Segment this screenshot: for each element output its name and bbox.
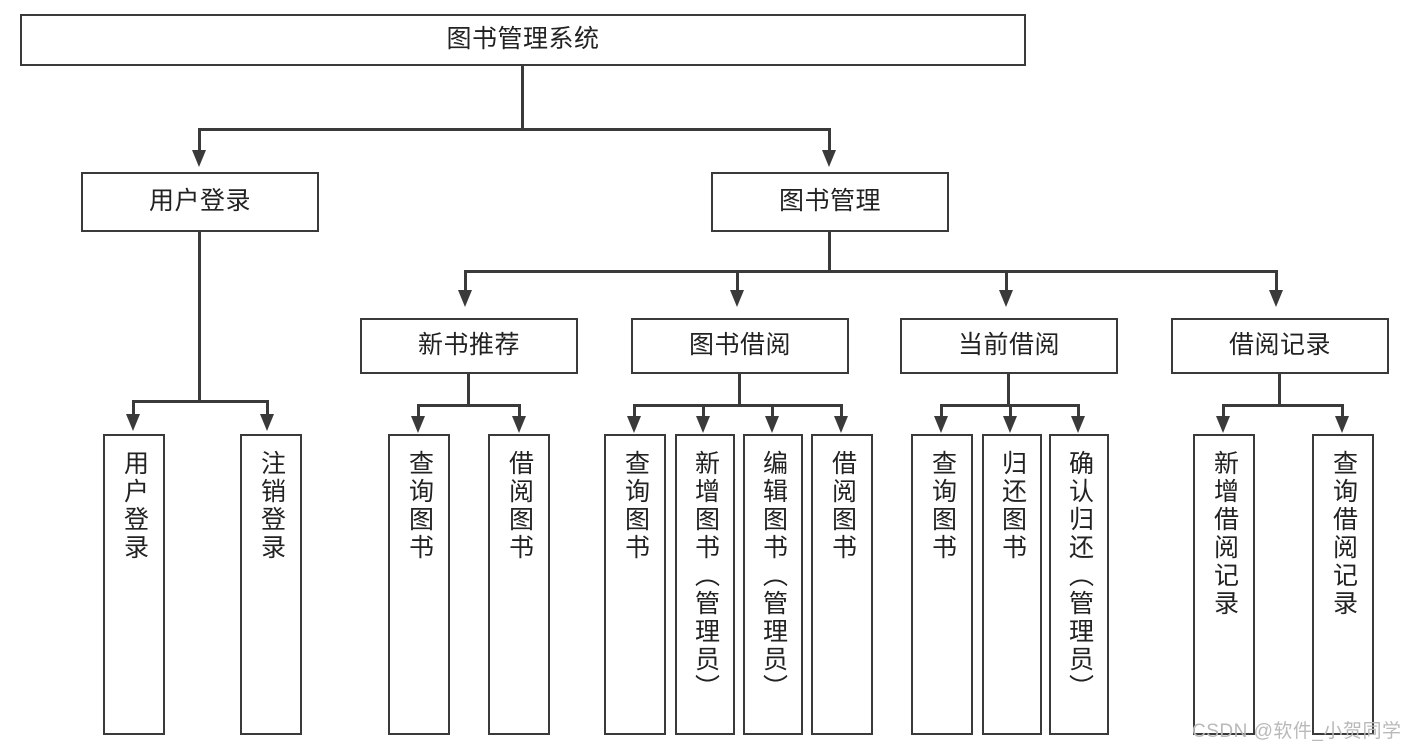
connector-br-leaf2	[1341, 404, 1344, 418]
connector-root-stem	[521, 66, 524, 128]
arrowhead-leaf-user-login-2	[260, 414, 274, 431]
node-borrow-record[interactable]: 借阅记录	[1171, 318, 1389, 374]
arrowhead-leaf-book-borrow-2	[696, 416, 710, 433]
leaf-book-borrow-2[interactable]: 编辑图书（管理员）	[743, 434, 803, 735]
arrowhead-leaf-book-borrow-4	[834, 416, 848, 433]
arrowhead-current-borrow	[999, 290, 1013, 307]
node-book-manage-label: 图书管理	[778, 187, 881, 216]
leaf-label: 借阅图书	[505, 450, 534, 562]
connector-book-borrow-stem	[738, 374, 741, 404]
leaf-label: 借阅图书	[828, 450, 857, 562]
connector-new-book-stem	[467, 374, 470, 404]
leaf-label: 编辑图书（管理员）	[759, 450, 788, 702]
connector-borrow-record-stem	[1278, 374, 1281, 404]
connector-user-login-bus	[132, 400, 269, 403]
leaf-book-borrow-0[interactable]: 查询图书	[604, 434, 666, 735]
node-book-borrow-label: 图书借阅	[688, 331, 791, 360]
connector-cb-leaf2	[1009, 404, 1012, 418]
leaf-borrow-record-0[interactable]: 新增借阅记录	[1193, 434, 1255, 735]
leaf-new-book-recommend-1[interactable]: 借阅图书	[488, 434, 550, 735]
connector-new-book-leaf2	[518, 404, 521, 418]
connector-cb-leaf1	[940, 404, 943, 418]
leaf-label: 查询图书	[621, 450, 650, 562]
leaf-current-borrow-1[interactable]: 归还图书	[982, 434, 1042, 735]
node-user-login-label: 用户登录	[148, 187, 251, 216]
arrowhead-book-borrow	[730, 290, 744, 307]
arrowhead-leaf-book-borrow-3	[765, 416, 779, 433]
arrowhead-user-login	[192, 150, 206, 167]
node-root-label: 图书管理系统	[446, 25, 600, 54]
connector-user-login-stem	[198, 232, 201, 400]
connector-bm-to-current-borrow	[1005, 270, 1008, 292]
leaf-label: 查询图书	[928, 450, 957, 562]
arrowhead-leaf-borrow-record-1	[1216, 416, 1230, 433]
connector-root-to-book-manage	[828, 128, 831, 152]
arrowhead-leaf-current-borrow-3	[1071, 416, 1085, 433]
connector-book-manage-stem	[828, 232, 831, 270]
leaf-label: 注销登录	[257, 450, 286, 562]
leaf-label: 确认归还（管理员）	[1065, 450, 1094, 702]
connector-bm-to-book-borrow	[736, 270, 739, 292]
connector-borrow-record-bus	[1222, 404, 1344, 407]
connector-root-bus	[198, 128, 831, 131]
arrowhead-leaf-borrow-record-2	[1335, 416, 1349, 433]
leaf-book-borrow-1[interactable]: 新增图书（管理员）	[675, 434, 735, 735]
node-current-borrow[interactable]: 当前借阅	[900, 318, 1118, 374]
leaf-borrow-record-1[interactable]: 查询借阅记录	[1312, 434, 1374, 735]
leaf-label: 查询图书	[405, 450, 434, 562]
connector-bb-leaf1	[633, 404, 636, 418]
connector-current-borrow-stem	[1007, 374, 1010, 404]
connector-user-login-leaf2	[266, 400, 269, 416]
connector-root-to-user-login	[198, 128, 201, 152]
leaf-user-login-0[interactable]: 用户登录	[103, 434, 165, 735]
connector-bb-leaf4	[840, 404, 843, 418]
connector-bm-to-borrow-record	[1275, 270, 1278, 292]
arrowhead-leaf-book-borrow-1	[627, 416, 641, 433]
connector-bb-leaf3	[771, 404, 774, 418]
arrowhead-leaf-user-login-1	[126, 414, 140, 431]
connector-cb-leaf3	[1077, 404, 1080, 418]
node-user-login[interactable]: 用户登录	[81, 172, 319, 232]
leaf-label: 归还图书	[998, 450, 1027, 562]
connector-br-leaf1	[1222, 404, 1225, 418]
leaf-new-book-recommend-0[interactable]: 查询图书	[388, 434, 450, 735]
node-new-book-recommend-label: 新书推荐	[417, 331, 520, 360]
node-new-book-recommend[interactable]: 新书推荐	[360, 318, 578, 374]
connector-book-borrow-bus	[633, 404, 843, 407]
leaf-label: 用户登录	[120, 450, 149, 562]
arrowhead-borrow-record	[1269, 290, 1283, 307]
arrowhead-new-book-recommend	[458, 290, 472, 307]
leaf-label: 查询借阅记录	[1329, 450, 1358, 618]
node-current-borrow-label: 当前借阅	[957, 331, 1060, 360]
arrowhead-leaf-current-borrow-2	[1003, 416, 1017, 433]
connector-bb-leaf2	[702, 404, 705, 418]
leaf-current-borrow-0[interactable]: 查询图书	[911, 434, 973, 735]
arrowhead-leaf-new-book-1	[411, 416, 425, 433]
connector-new-book-bus	[417, 404, 521, 407]
arrowhead-leaf-current-borrow-1	[934, 416, 948, 433]
connector-bm-to-new-book	[464, 270, 467, 292]
leaf-user-login-1[interactable]: 注销登录	[240, 434, 302, 735]
leaf-book-borrow-3[interactable]: 借阅图书	[811, 434, 873, 735]
node-book-borrow[interactable]: 图书借阅	[631, 318, 849, 374]
connector-book-manage-bus	[464, 270, 1278, 273]
arrowhead-leaf-new-book-2	[512, 416, 526, 433]
leaf-label: 新增图书（管理员）	[691, 450, 720, 702]
connector-new-book-leaf1	[417, 404, 420, 418]
connector-user-login-leaf1	[132, 400, 135, 416]
node-book-manage[interactable]: 图书管理	[711, 172, 949, 232]
node-root[interactable]: 图书管理系统	[20, 14, 1026, 66]
leaf-current-borrow-2[interactable]: 确认归还（管理员）	[1049, 434, 1109, 735]
arrowhead-book-manage	[822, 150, 836, 167]
leaf-label: 新增借阅记录	[1210, 450, 1239, 618]
node-borrow-record-label: 借阅记录	[1228, 331, 1331, 360]
